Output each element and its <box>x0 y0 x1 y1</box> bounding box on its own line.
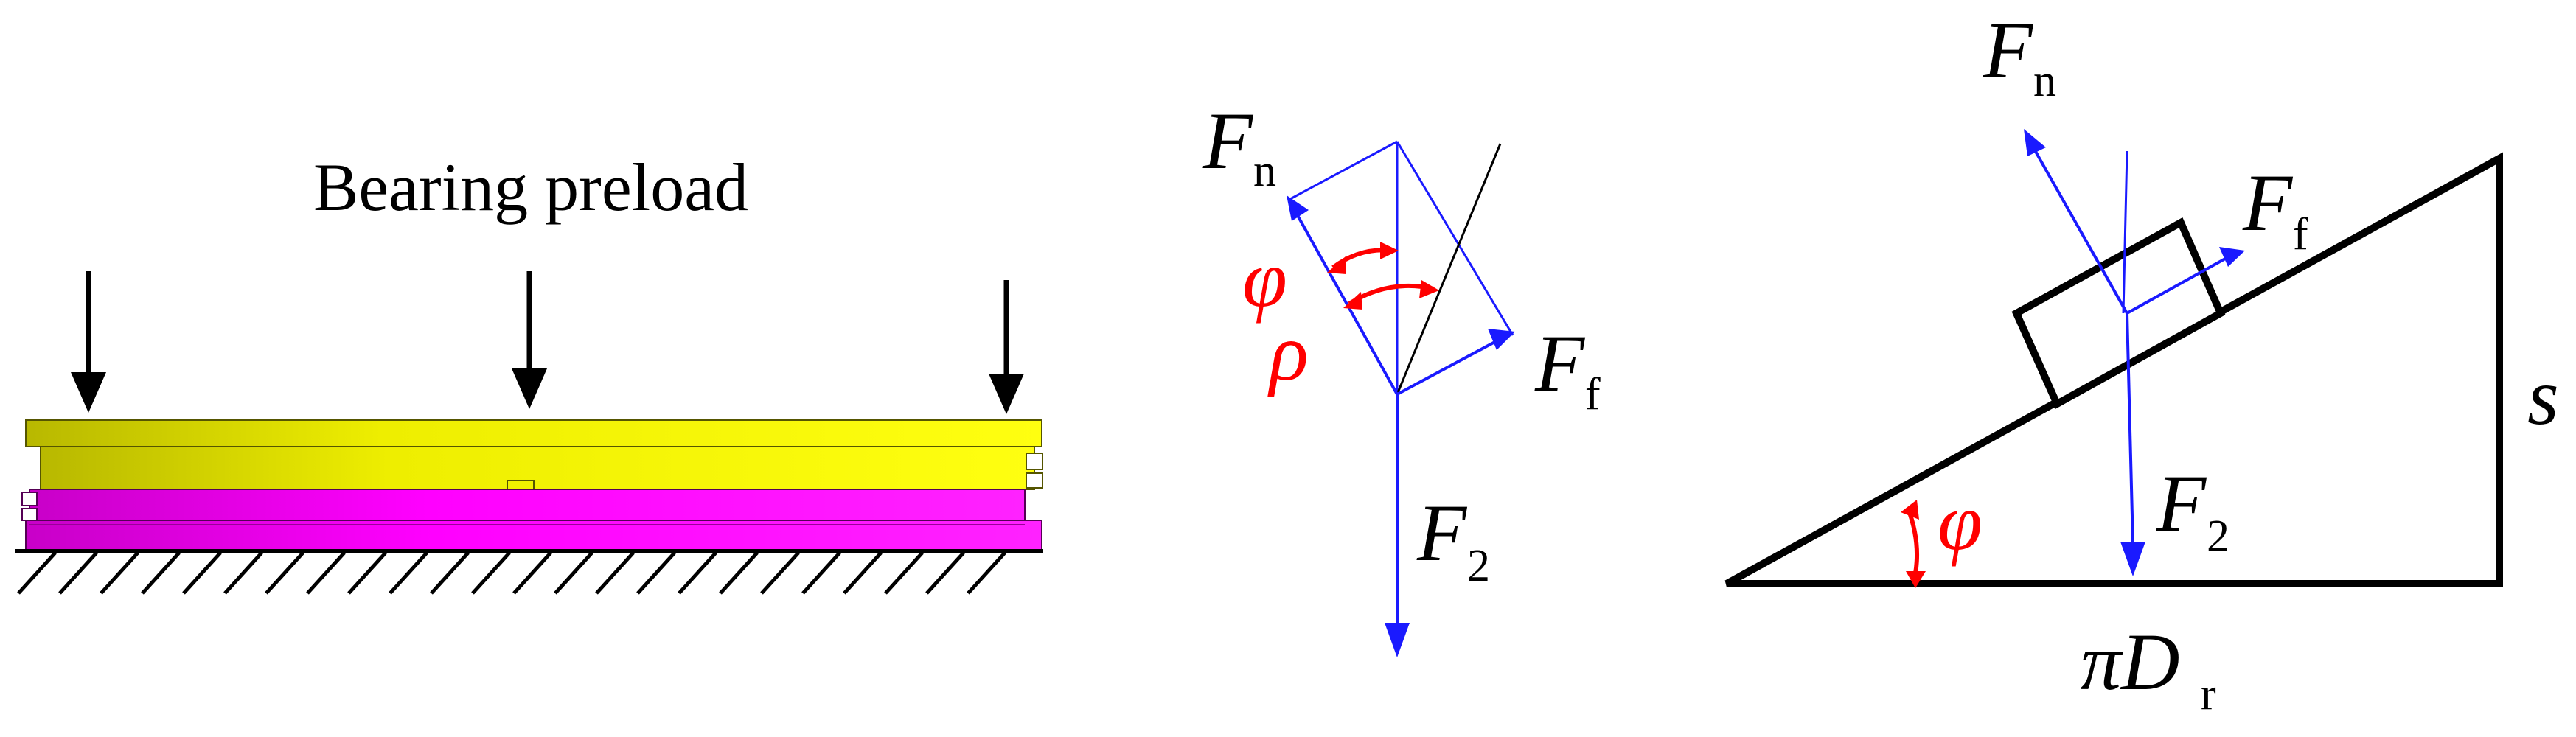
incline-label-f2: F <box>2156 458 2207 548</box>
preload-arrowhead-middle <box>512 368 547 409</box>
preload-arrowhead-left <box>71 372 106 413</box>
incline-angle-arc <box>1901 500 1926 588</box>
incline-label-ff-sub: f <box>2293 209 2308 259</box>
hatch-mark <box>512 551 552 595</box>
panel-bearing-preload: Bearing preload <box>15 150 1043 595</box>
hatch-mark <box>801 551 841 595</box>
hatch-mark <box>636 551 676 595</box>
incline-label-fn-sub: n <box>2033 56 2056 106</box>
hatch-mark <box>223 551 263 595</box>
hatch-mark <box>760 551 800 595</box>
friction-cone-line <box>1396 143 1502 395</box>
hatch-mark <box>58 551 98 595</box>
hatch-mark <box>389 551 428 595</box>
hatch-mark <box>719 551 759 595</box>
label-f2: F <box>1416 488 1468 578</box>
incline-label-phi: φ <box>1938 477 1983 567</box>
bearing-preload-title: Bearing preload <box>313 150 748 225</box>
label-fn: F <box>1202 96 1254 186</box>
incline-label-ff: F <box>2242 158 2294 248</box>
construction-line-top <box>1289 140 1398 200</box>
hatch-mark <box>306 551 346 595</box>
hatch-mark <box>265 551 304 595</box>
ground-hatching <box>15 549 1043 595</box>
incline-normal-force-arrow <box>2024 129 2128 314</box>
hatch-mark <box>347 551 387 595</box>
hatch-mark <box>843 551 883 595</box>
incline-label-f2-sub: 2 <box>2207 511 2229 562</box>
label-base-pi-d: πD <box>2081 617 2180 707</box>
hatch-mark <box>141 551 181 595</box>
hatch-mark <box>678 551 717 595</box>
label-lead-s: s <box>2527 352 2559 441</box>
panel-inclined-plane: F n F f F 2 φ s πD r <box>1724 5 2559 719</box>
label-fn-sub: n <box>1253 146 1276 196</box>
preload-arrowhead-right <box>989 374 1024 414</box>
hatch-mark <box>430 551 470 595</box>
incline-friction-force-arrow <box>2126 247 2245 315</box>
hatch-mark <box>182 551 222 595</box>
label-phi: φ <box>1242 234 1287 324</box>
friction-force-arrow <box>1396 329 1515 396</box>
upper-bearing-ring <box>25 419 1043 492</box>
label-f2-sub: 2 <box>1467 541 1490 591</box>
normal-force-arrow <box>1287 195 1399 395</box>
hatch-mark <box>17 551 57 595</box>
label-ff-sub: f <box>1585 369 1601 419</box>
lower-bearing-ring <box>21 489 1042 551</box>
incline-axial-force-arrow <box>2120 312 2145 576</box>
hatch-mark <box>595 551 635 595</box>
axial-force-arrow <box>1385 394 1410 657</box>
hatch-mark <box>967 551 1006 595</box>
angle-arcs <box>1331 248 1435 306</box>
construction-line-right <box>1396 141 1514 336</box>
label-base-sub: r <box>2201 669 2216 719</box>
incline-construction-line <box>2122 150 2128 314</box>
label-ff: F <box>1534 318 1586 408</box>
hatch-mark <box>554 551 593 595</box>
panel-force-decomposition: F n φ ρ F f F 2 <box>1202 96 1601 657</box>
sliding-block <box>2011 217 2226 410</box>
label-rho: ρ <box>1267 307 1309 397</box>
hatch-mark <box>100 551 139 595</box>
hatch-mark <box>925 551 965 595</box>
incline-label-fn: F <box>1983 5 2034 95</box>
hatch-mark <box>884 551 924 595</box>
hatch-mark <box>471 551 511 595</box>
preload-arrows <box>71 271 1024 414</box>
